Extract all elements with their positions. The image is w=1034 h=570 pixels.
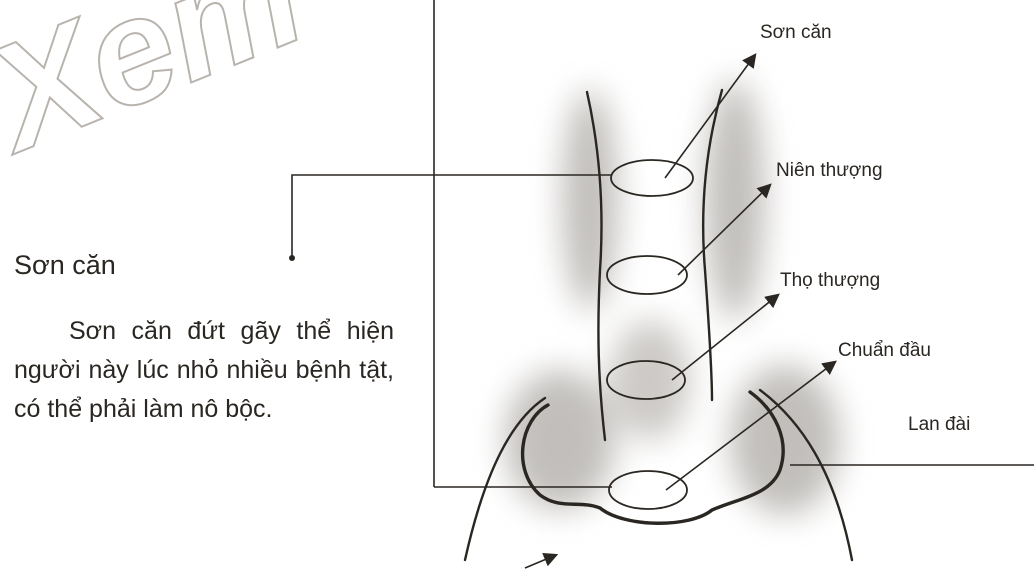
label-tho-thuong: Thọ thượng	[780, 270, 880, 292]
label-lan-dai: Lan đài	[908, 414, 970, 436]
nose-shading	[505, 80, 840, 515]
section-title: Sơn căn	[14, 250, 116, 281]
body-text: Sơn căn đứt gãy thể hiện người này lúc n…	[14, 312, 394, 429]
watermark-logo: Xem	[0, 0, 324, 184]
leader-dot	[289, 255, 295, 261]
label-chuan-dau: Chuẩn đầu	[838, 340, 931, 362]
label-nien-thuong: Niên thượng	[776, 160, 883, 182]
label-son-can: Sơn căn	[760, 22, 832, 44]
